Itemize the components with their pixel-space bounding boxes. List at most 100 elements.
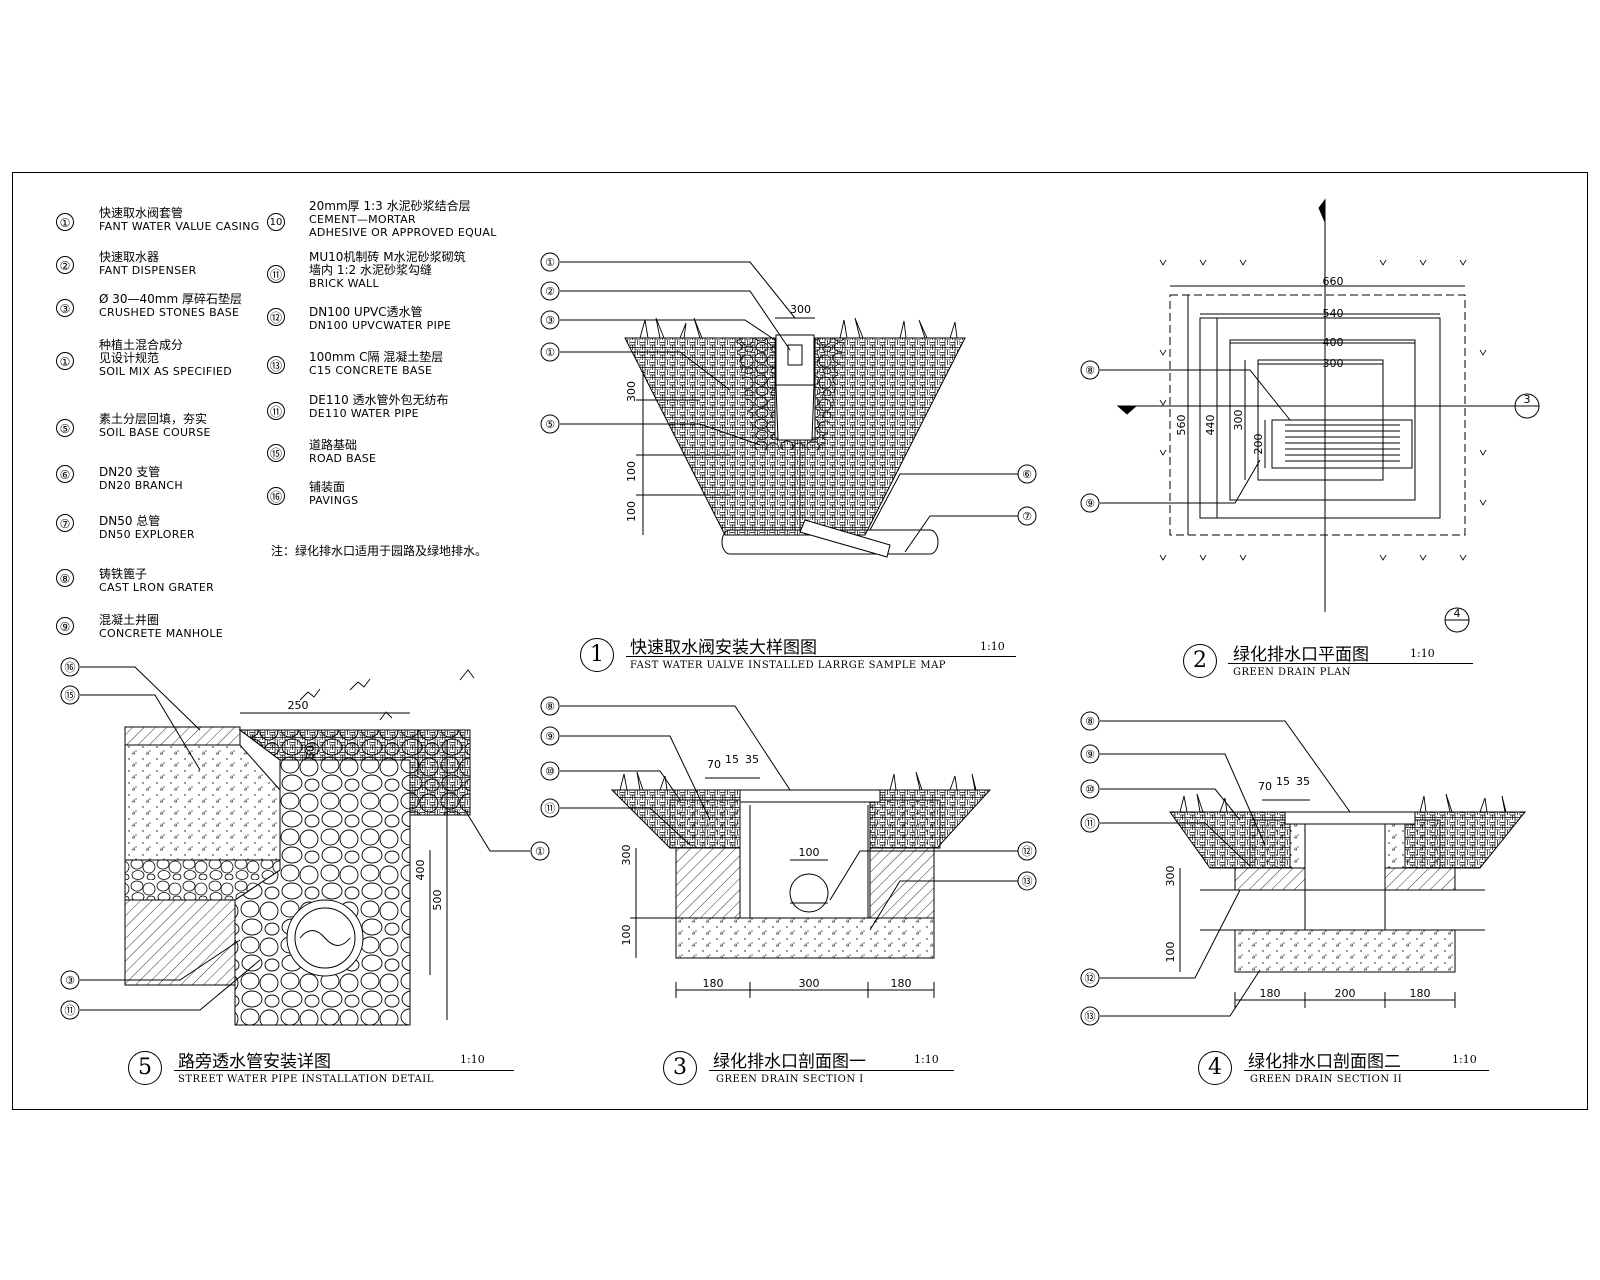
dim-text: 300: [1164, 866, 1177, 887]
dim-text: 560: [1175, 415, 1188, 436]
dim-text: 500: [431, 890, 444, 911]
callout-label: ⑪: [1085, 817, 1096, 830]
dim-text: 440: [1204, 415, 1217, 436]
callout-label: ③: [545, 314, 555, 327]
callout-label: ⑨: [1085, 497, 1095, 510]
dim-text: 100: [625, 501, 638, 522]
dim-text: 100: [1164, 942, 1177, 963]
dim-text: 100: [799, 846, 820, 859]
title-underline: [1244, 1070, 1489, 1071]
title-en: FAST WATER UALVE INSTALLED LARRGE SAMPLE…: [630, 660, 947, 671]
callout-label: ⑬: [1085, 1010, 1096, 1023]
title-underline: [626, 656, 1016, 657]
title-scale: 1:10: [460, 1053, 485, 1066]
title-en: GREEN DRAIN SECTION II: [1250, 1074, 1403, 1085]
dim-text: 660: [1323, 275, 1344, 288]
title-underline: [1228, 663, 1473, 664]
callout-label: ⑮: [65, 689, 76, 702]
dim-text: 300: [620, 845, 633, 866]
callout-label: ⑫: [1085, 972, 1096, 985]
detail-1-valve-section: 300 300 100 100: [560, 261, 1018, 558]
title-scale: 1:10: [980, 640, 1005, 653]
drawing-frame: [12, 172, 1588, 1110]
legend-num: ⑦: [56, 514, 74, 532]
legend-num: ⑪: [267, 265, 285, 283]
legend-num: ⑬: [267, 356, 285, 374]
title-scale: 1:10: [1410, 647, 1435, 660]
dim-text: 100: [620, 925, 633, 946]
dim-text: 300: [1232, 410, 1245, 431]
dim-text: 300: [625, 381, 638, 402]
dim-text: 50: [304, 745, 317, 759]
detail-2-drain-plan: [1080, 198, 1540, 633]
callout-label: ⑬: [1022, 875, 1033, 888]
dim-text: 300: [1323, 357, 1344, 370]
callout-label: ⑧: [1085, 715, 1095, 728]
section-mark: 4: [1454, 607, 1461, 620]
title-number: 5: [128, 1051, 162, 1085]
dim-text: 100: [625, 461, 638, 482]
callout-label: ⑯: [65, 661, 76, 674]
callout-label: ⑧: [1085, 364, 1095, 377]
dim-text: 15: [725, 753, 739, 766]
title-en: STREET WATER PIPE INSTALLATION DETAIL: [178, 1074, 434, 1085]
legend-num: ⑥: [56, 465, 74, 483]
legend-num: ①: [56, 213, 74, 231]
dim-text: 35: [745, 753, 759, 766]
legend-num: ⑧: [56, 569, 74, 587]
dim-text: 300: [799, 977, 820, 990]
callout-label: ⑪: [545, 802, 556, 815]
dim-text: 180: [891, 977, 912, 990]
dim-text: 400: [1323, 336, 1344, 349]
title-en: GREEN DRAIN PLAN: [1233, 667, 1352, 678]
title-number: 2: [1183, 644, 1217, 678]
title-number: 3: [663, 1051, 697, 1085]
title-number: 1: [580, 638, 614, 672]
callout-label: ⑩: [545, 765, 555, 778]
title-number: 4: [1198, 1051, 1232, 1085]
legend-num: ③: [56, 299, 74, 317]
title-zh: 快速取水阀安装大样图图: [630, 638, 817, 658]
callout-label: ⑥: [1022, 468, 1032, 481]
legend-num: ⑮: [267, 444, 285, 462]
callout-label: ⑤: [545, 418, 555, 431]
callout-label: ①: [545, 346, 555, 359]
detail-3-drain-section: [540, 696, 1037, 998]
legend-num: ⑪: [267, 402, 285, 420]
title-en: GREEN DRAIN SECTION I: [716, 1074, 864, 1085]
detail-4-drain-section: [1080, 711, 1527, 1026]
dim-text: 180: [1410, 987, 1431, 1000]
callout-label: ③: [65, 974, 75, 987]
dim-text: 400: [414, 860, 427, 881]
dim-text: 540: [1323, 307, 1344, 320]
dim-text: 250: [288, 699, 309, 712]
dim-text: 200: [1252, 434, 1265, 455]
callout-label: ⑫: [1022, 845, 1033, 858]
legend-num: ⑯: [267, 487, 285, 505]
legend-num: ⑨: [56, 617, 74, 635]
drainage-note: 注：绿化排水口适用于园路及绿地排水。: [271, 544, 488, 558]
callout-label: ⑪: [65, 1004, 76, 1017]
legend-num: ⑤: [56, 419, 74, 437]
title-underline: [709, 1070, 954, 1071]
dim-text: 180: [703, 977, 724, 990]
title-underline: [174, 1070, 514, 1071]
callout-label: ⑩: [1085, 783, 1095, 796]
legend-num: ⑫: [267, 308, 285, 326]
dim-text: 70: [1258, 780, 1272, 793]
callout-label: ①: [535, 845, 545, 858]
